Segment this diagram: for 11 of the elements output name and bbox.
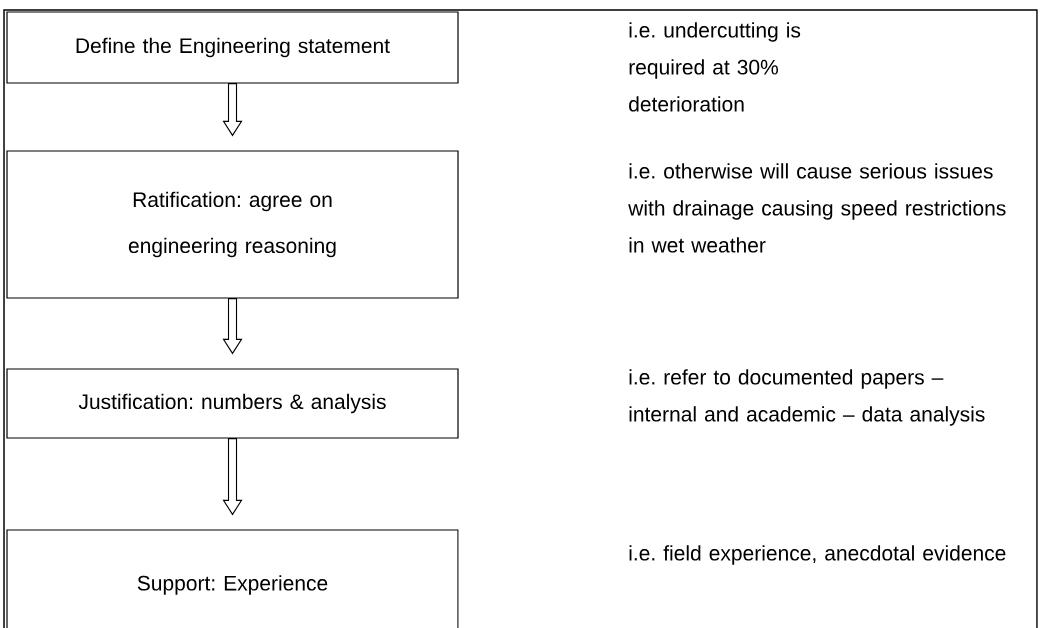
note-text: i.e. otherwise will cause serious issues with drainage causing speed restrictions in wet weather — [628, 163, 1006, 253]
block-arrow — [222, 298, 243, 355]
block-arrow — [222, 83, 243, 137]
process-box: Ratification: agree on engineering reasoning — [6, 150, 459, 299]
note-text: i.e. refer to documented papers – internal and academic – data analysis — [629, 369, 985, 426]
note-text: i.e. undercutting is required at 30% deterioration — [629, 22, 801, 112]
process-box: Support: Experience — [6, 529, 459, 628]
process-box: Define the Engineering statement — [6, 11, 459, 84]
process-box: Justification: numbers & analysis — [6, 368, 459, 439]
block-arrow — [222, 438, 243, 516]
note-text: i.e. field experience, anecdotal evidence — [629, 545, 1006, 565]
